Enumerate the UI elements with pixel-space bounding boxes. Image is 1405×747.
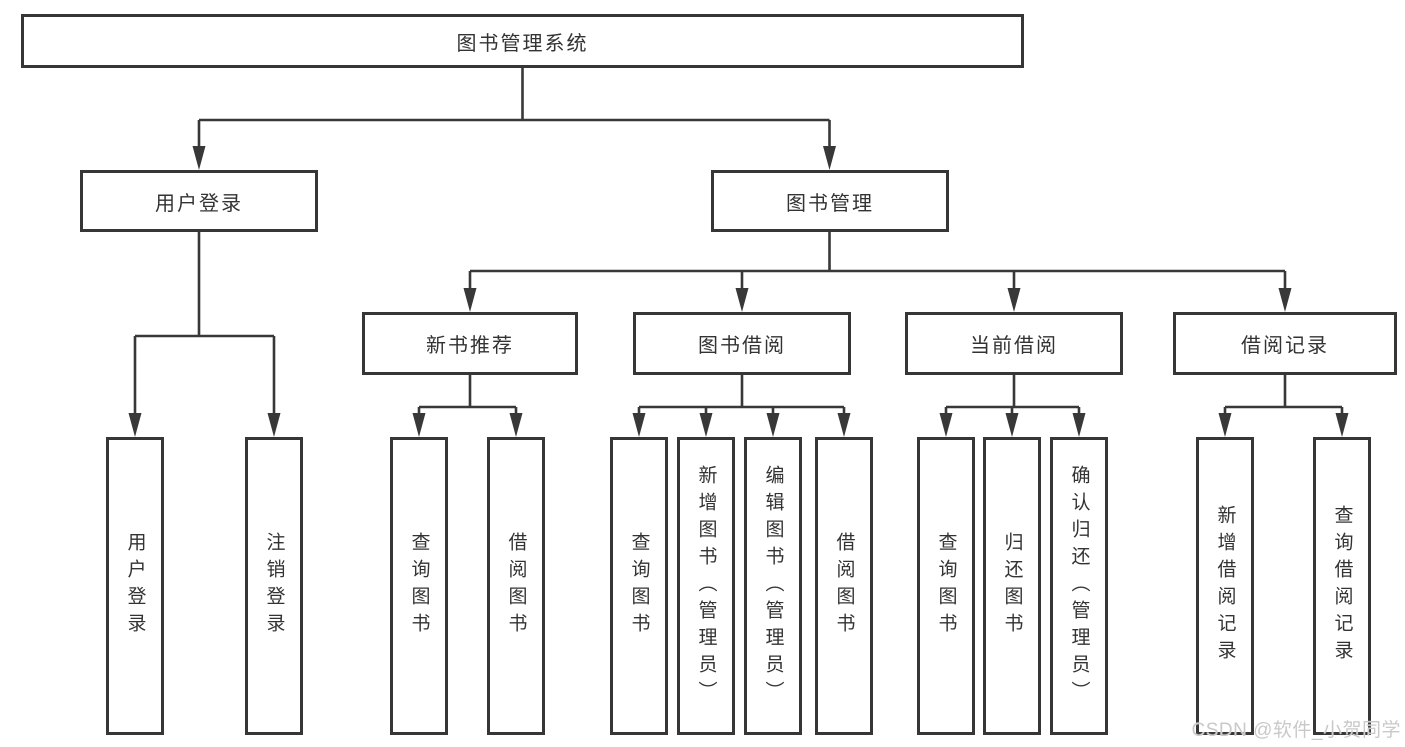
leaf-label: 注销登录	[263, 532, 285, 640]
leaf-label: 确认归还（管理员）	[1068, 464, 1090, 708]
node-borrow-records: 借阅记录	[1173, 312, 1397, 375]
leaf-user-login: 用户登录	[106, 437, 164, 735]
leaf-label: 编辑图书（管理员）	[762, 464, 784, 708]
leaf-label: 查询图书	[628, 532, 650, 640]
node-new-book-recommend: 新书推荐	[362, 312, 578, 375]
leaf-label: 新增借阅记录	[1214, 505, 1236, 667]
leaf-label: 查询图书	[408, 532, 430, 640]
node-current-borrow: 当前借阅	[905, 312, 1123, 375]
connector-current-borrow-children	[939, 375, 1086, 437]
leaf-label: 用户登录	[124, 532, 146, 640]
leaf-query-books-current: 查询图书	[917, 437, 975, 735]
connector-book-management-children	[463, 232, 1292, 312]
leaf-confirm-return-admin: 确认归还（管理员）	[1050, 437, 1108, 735]
connector-new-book-recommend-children	[412, 375, 523, 437]
leaf-label: 借阅图书	[833, 532, 855, 640]
leaf-add-books-admin: 新增图书（管理员）	[677, 437, 735, 735]
leaf-add-borrow-record: 新增借阅记录	[1196, 437, 1254, 735]
node-user-login: 用户登录	[80, 170, 318, 232]
connector-borrow-records-children	[1218, 375, 1349, 437]
leaf-label: 归还图书	[1001, 532, 1023, 640]
leaf-borrow-books: 借阅图书	[815, 437, 873, 735]
node-book-borrow: 图书借阅	[633, 312, 851, 375]
leaf-query-books-borrow: 查询图书	[610, 437, 668, 735]
leaf-query-borrow-record: 查询借阅记录	[1313, 437, 1371, 735]
leaf-label: 新增图书（管理员）	[695, 464, 717, 708]
leaf-edit-books-admin: 编辑图书（管理员）	[744, 437, 802, 735]
leaf-borrow-books-recommend: 借阅图书	[487, 437, 545, 735]
leaf-logout: 注销登录	[245, 437, 303, 735]
leaf-query-books-recommend: 查询图书	[390, 437, 448, 735]
leaf-label: 查询借阅记录	[1331, 505, 1353, 667]
connector-book-borrow-children	[632, 375, 851, 437]
connector-user-login-children	[128, 232, 281, 437]
watermark: CSDN @软件_小贺同学	[1191, 720, 1401, 741]
node-library-system: 图书管理系统	[21, 14, 1024, 68]
connector-root-to-level2	[192, 68, 836, 170]
leaf-return-books: 归还图书	[983, 437, 1041, 735]
leaf-label: 查询图书	[935, 532, 957, 640]
leaf-label: 借阅图书	[505, 532, 527, 640]
node-book-management: 图书管理	[711, 170, 949, 232]
